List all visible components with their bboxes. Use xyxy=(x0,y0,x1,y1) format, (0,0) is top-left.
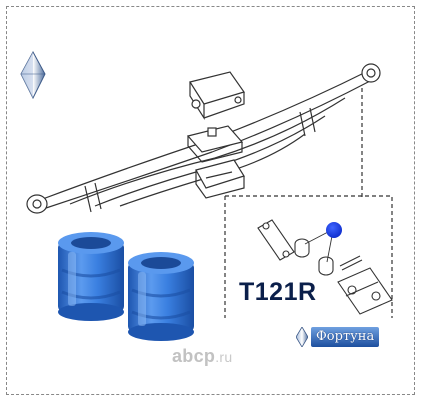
watermark: abcp.ru xyxy=(172,346,232,367)
brand-name: Фортуна xyxy=(311,327,380,347)
bushing-left xyxy=(58,232,124,321)
leaf-spring-drawing xyxy=(26,63,393,318)
part-number-label: T121R xyxy=(239,278,317,306)
bushing-right xyxy=(128,252,194,341)
watermark-main: abcp xyxy=(172,346,216,366)
watermark-suffix: .ru xyxy=(215,349,233,365)
image-border xyxy=(6,6,415,395)
brand-badge: Фортуна xyxy=(296,327,380,347)
brand-diamond-icon xyxy=(296,327,308,347)
shackle-detail-drawing xyxy=(257,219,393,315)
marker-dot xyxy=(326,222,342,238)
logo-diamond-icon xyxy=(20,50,46,100)
